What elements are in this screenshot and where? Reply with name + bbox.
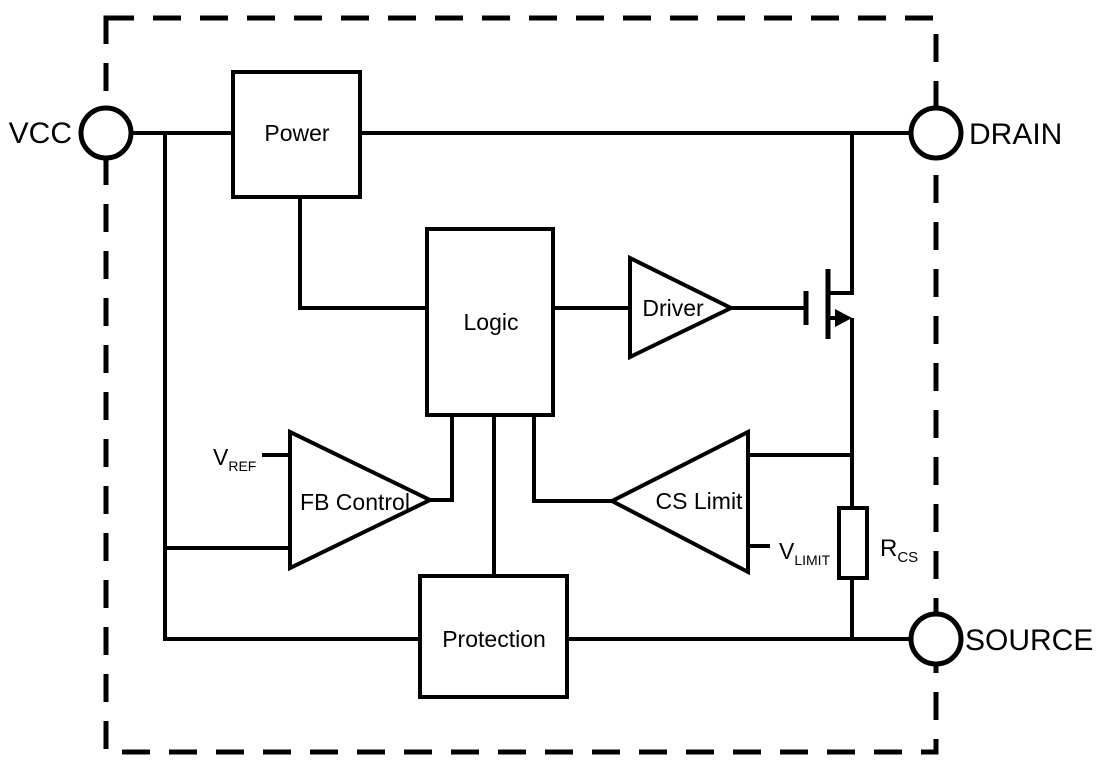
logic-block xyxy=(425,227,555,417)
wire-cs-limit-to-logic xyxy=(532,415,612,503)
vlimit-label: VLIMIT xyxy=(779,538,831,568)
rcs-base: R xyxy=(880,535,897,562)
vlimit-base: V xyxy=(779,538,795,564)
mosfet-symbol xyxy=(803,269,852,339)
vcc-pin-circle xyxy=(78,105,134,161)
mosfet-arrow-icon xyxy=(835,309,852,327)
fb-control-amp-triangle xyxy=(288,428,435,572)
protection-block xyxy=(418,574,569,699)
protection-block-label: Protection xyxy=(442,626,546,652)
ic-boundary-dashed-border xyxy=(103,15,939,755)
vlimit-sub: LIMIT xyxy=(794,552,830,568)
vref-label: VREF xyxy=(213,444,256,474)
rcs-sub: CS xyxy=(897,549,918,566)
wire-power-to-logic xyxy=(298,197,427,310)
fb-control-label: FB Control xyxy=(300,489,410,515)
rcs-resistor xyxy=(837,506,869,580)
cs-limit-amp-triangle xyxy=(607,428,750,576)
drain-pin-label: DRAIN xyxy=(969,118,1062,151)
cs-limit-label: CS Limit xyxy=(656,488,744,514)
driver-label: Driver xyxy=(642,295,704,321)
wires xyxy=(131,131,911,641)
driver-buffer-triangle xyxy=(628,254,736,361)
wire-left-rail-to-protection xyxy=(163,133,420,641)
power-block-label: Power xyxy=(264,120,330,146)
drain-pin-circle xyxy=(908,105,964,161)
source-pin-label: SOURCE xyxy=(965,624,1093,657)
wire-drain-lead xyxy=(830,133,854,295)
wire-fb-control-to-logic xyxy=(430,415,454,502)
vref-base: V xyxy=(213,444,229,470)
source-pin-circle xyxy=(908,611,964,667)
vcc-pin-label: VCC xyxy=(9,117,72,150)
vref-sub: REF xyxy=(228,458,256,474)
rcs-label: RCS xyxy=(880,535,918,566)
logic-block-label: Logic xyxy=(464,309,519,335)
power-block xyxy=(231,70,362,199)
